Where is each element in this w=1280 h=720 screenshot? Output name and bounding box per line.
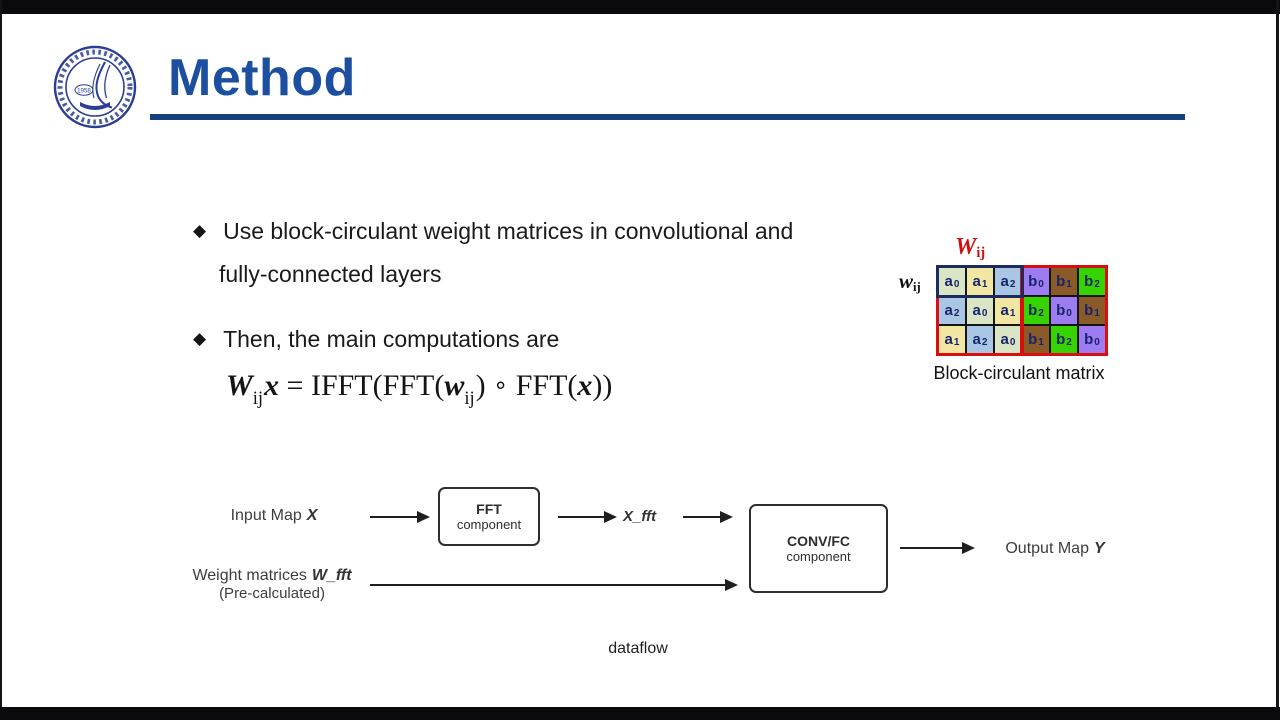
university-logo-icon: 1958 — [53, 45, 137, 134]
dataflow-caption: dataflow — [608, 640, 668, 657]
box-title: CONV/FC — [787, 533, 850, 549]
matrix-caption: Block-circulant matrix — [933, 363, 1105, 383]
title-underline — [150, 114, 1185, 120]
logo-year-label: 1958 — [77, 87, 91, 94]
flow-arrow — [558, 511, 617, 523]
formula-token: )) — [592, 369, 613, 402]
matrix-label-left: wij — [899, 269, 921, 294]
formula-token: ij — [252, 388, 264, 409]
bullet-diamond-icon: ◆ — [193, 329, 207, 348]
flow-arrow — [370, 511, 430, 523]
formula-token: x — [264, 369, 280, 402]
formula-token: W — [226, 369, 253, 402]
formula-token: x — [577, 369, 593, 402]
bullet-diamond-icon: ◆ — [193, 221, 207, 240]
x-fft-label: X_fft — [623, 508, 657, 525]
box-title: FFT — [476, 501, 502, 517]
letterbox-top-bar — [0, 0, 1280, 14]
fft-component-box: FFT component — [438, 487, 540, 546]
box-subtitle: component — [456, 517, 522, 532]
page-title: Method — [168, 49, 356, 107]
formula-token: w — [444, 369, 465, 402]
matrix-block-separator — [1020, 268, 1024, 353]
formula-token: = IFFT(FFT( — [279, 369, 445, 402]
pre-calculated-note: (Pre-calculated) — [219, 585, 325, 602]
bullet-text: Use block-circulant weight matrices in c… — [223, 218, 794, 244]
flow-arrow — [370, 579, 738, 591]
flow-arrow — [900, 542, 975, 554]
frame-right-edge — [1276, 0, 1279, 720]
bullet-item-2: ◆ Then, the main computations are — [193, 326, 559, 353]
formula-token: ij — [464, 388, 475, 409]
formula-token: ) — [475, 369, 494, 402]
matrix-row-highlight — [936, 265, 1024, 298]
conv-fc-component-box: CONV/FC component — [749, 504, 888, 593]
frame-left-edge — [0, 0, 2, 720]
box-subtitle: component — [786, 549, 851, 564]
bullet-item-1: ◆ Use block-circulant weight matrices in… — [193, 218, 793, 245]
fft-equation: Wijx = IFFT(FFT(wij) ∘ FFT(x)) — [226, 369, 613, 409]
flow-arrow — [683, 511, 733, 523]
formula-token: ∘ — [493, 373, 509, 399]
formula-token: FFT( — [508, 369, 578, 402]
bullet-text: Then, the main computations are — [223, 326, 560, 352]
bullet-text-continued: fully-connected layers — [219, 261, 442, 287]
letterbox-bottom-bar — [0, 707, 1280, 720]
matrix-label-top: Wij — [955, 234, 986, 261]
